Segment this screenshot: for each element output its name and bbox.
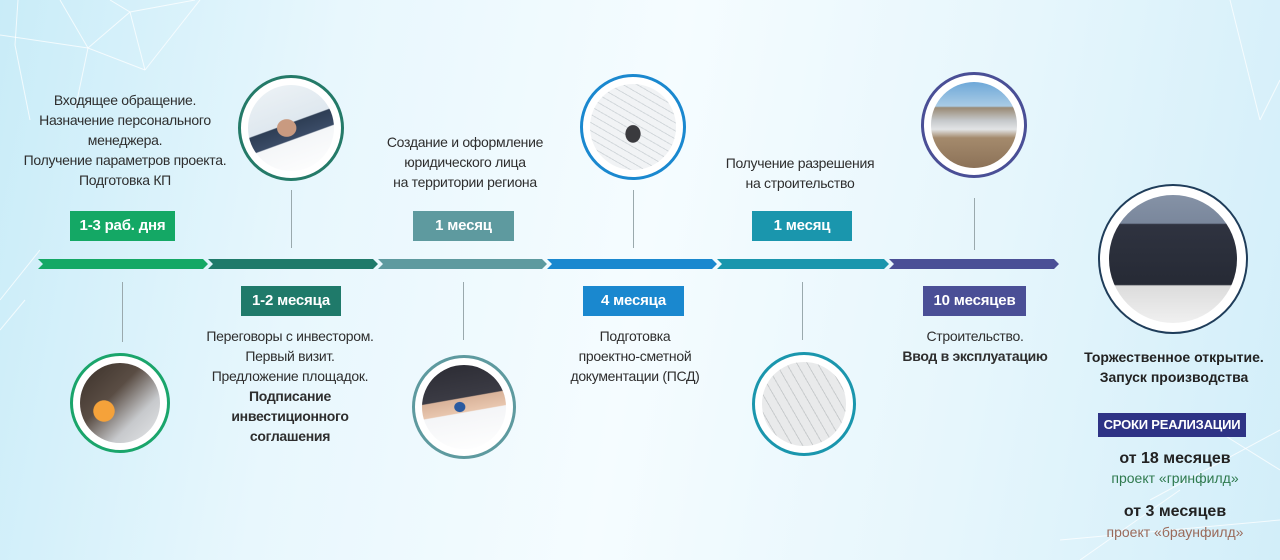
phone-call-laptop-photo xyxy=(80,363,160,443)
final-title: Торжественное открытие. Запуск производс… xyxy=(1068,347,1280,387)
greenfield-term: от 18 месяцев xyxy=(1119,450,1231,467)
timeline-segment-3 xyxy=(378,259,547,269)
stage-3-connector xyxy=(463,282,464,340)
timeline-segment-6 xyxy=(889,259,1059,269)
final-title-line: Торжественное открытие. xyxy=(1084,349,1264,365)
stage-5-duration-badge: 1 месяц xyxy=(752,211,852,241)
stamp-document-photo xyxy=(422,365,506,449)
stage-4-photo xyxy=(580,74,686,180)
stage-1-line: Подготовка КП xyxy=(79,172,171,188)
stage-2-line: Предложение площадок. xyxy=(211,368,369,384)
stage-4-connector xyxy=(633,190,634,248)
stage-6-line: Строительство. xyxy=(926,328,1024,344)
stage-5-line: Получение разрешения xyxy=(725,155,875,171)
stage-6-connector xyxy=(974,198,975,250)
timeline-segment-2 xyxy=(208,259,378,269)
stage-1-photo xyxy=(70,353,170,453)
stage-2-connector xyxy=(291,190,292,248)
stage-1-description: Входящее обращение. Назначение персональ… xyxy=(10,90,240,190)
stage-1-duration-badge: 1-3 раб. дня xyxy=(70,211,175,241)
stage-3-line: юридического лица xyxy=(404,154,526,170)
stage-3-photo xyxy=(412,355,516,459)
terms-badge: СРОКИ РЕАЛИЗАЦИИ xyxy=(1098,413,1246,437)
opening-ceremony-photo xyxy=(1109,195,1237,323)
greenfield-label: проект «гринфилд» xyxy=(1111,470,1239,486)
industrial-site-aerial-photo xyxy=(931,82,1017,168)
stage-2-bold-line: соглашения xyxy=(249,428,331,444)
stage-2-line: Первый визит. xyxy=(245,348,335,364)
stage-2-duration-badge: 1-2 месяца xyxy=(241,286,341,316)
stage-5-connector xyxy=(802,282,803,340)
handshake-photo xyxy=(248,85,334,171)
stage-1-connector xyxy=(122,282,123,342)
stage-5-photo xyxy=(752,352,856,456)
timeline-segment-5 xyxy=(717,259,889,269)
timeline-segment-1 xyxy=(38,259,208,269)
stage-6-duration-badge: 10 месяцев xyxy=(923,286,1026,316)
stage-5-line: на строительство xyxy=(745,175,855,191)
final-title-line: Запуск производства xyxy=(1099,369,1249,385)
stage-2-photo xyxy=(238,75,344,181)
stage-6-photo xyxy=(921,72,1027,178)
stage-5-description: Получение разрешения на строительство xyxy=(710,153,890,193)
stage-3-line: на территории региона xyxy=(393,174,537,190)
stage-2-bold-line: инвестиционного xyxy=(231,408,349,424)
stage-6-description: Строительство. Ввод в эксплуатацию xyxy=(880,326,1070,366)
stage-1-line: Назначение персонального xyxy=(39,112,211,128)
stage-3-description: Создание и оформление юридического лица … xyxy=(370,132,560,192)
stage-6-bold-line: Ввод в эксплуатацию xyxy=(902,348,1048,364)
stage-1-line: менеджера. xyxy=(87,132,163,148)
stage-2-description: Переговоры с инвестором. Первый визит. П… xyxy=(190,326,390,446)
stage-4-duration-badge: 4 месяца xyxy=(583,286,684,316)
stage-2-bold-line: Подписание xyxy=(249,388,331,404)
blueprints-calculator-photo xyxy=(590,84,676,170)
stage-3-duration-badge: 1 месяц xyxy=(413,211,514,241)
construction-crane-photo xyxy=(762,362,846,446)
stage-1-line: Входящее обращение. xyxy=(53,92,197,108)
brownfield-term: от 3 месяцев xyxy=(1123,503,1227,520)
stage-1-line: Получение параметров проекта. xyxy=(23,152,227,168)
final-photo xyxy=(1098,184,1248,334)
stage-3-line: Создание и оформление xyxy=(386,134,544,150)
stage-4-line: Подготовка xyxy=(599,328,671,344)
stage-2-line: Переговоры с инвестором. xyxy=(206,328,374,344)
stage-4-line: проектно-сметной xyxy=(578,348,692,364)
stage-4-line: документации (ПСД) xyxy=(570,368,700,384)
stage-4-description: Подготовка проектно-сметной документации… xyxy=(560,326,710,386)
brownfield-label: проект «браунфилд» xyxy=(1106,524,1244,540)
timeline-segment-4 xyxy=(547,259,717,269)
